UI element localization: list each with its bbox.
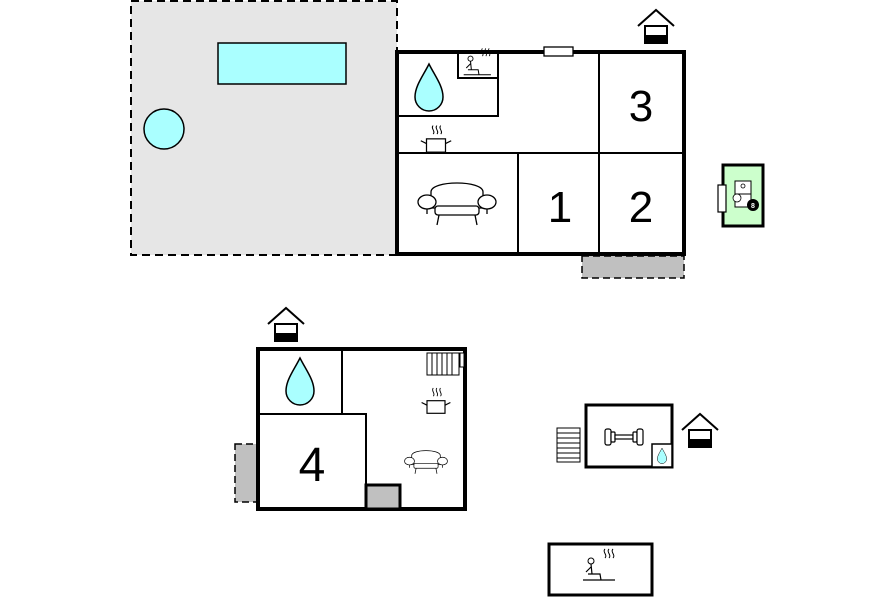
- sauna-hut: [547, 542, 654, 597]
- entrance-icon: [681, 413, 719, 448]
- room-label-3: 3: [629, 82, 653, 131]
- side-paving: [234, 443, 258, 503]
- stairs-icon: [426, 352, 465, 376]
- entrance-icon: [267, 307, 305, 342]
- room-label-2: 2: [629, 183, 653, 232]
- room-label-4: 4: [299, 439, 326, 492]
- annex-niche: [364, 483, 402, 511]
- hot-tub-icon: [143, 108, 185, 150]
- pool-icon: [217, 42, 347, 85]
- billiard-ball-number: 8: [751, 203, 755, 210]
- entrance-icon: [637, 9, 675, 44]
- window-icon: [543, 46, 574, 57]
- table-tennis-icon: [732, 180, 752, 208]
- dumbbell-icon: [604, 428, 644, 446]
- room-label-1: 1: [548, 183, 572, 232]
- paved-terrace: [581, 255, 685, 279]
- stairs-icon: [556, 427, 581, 463]
- main-house: [395, 46, 686, 256]
- billiard-icon: 8: [747, 199, 759, 211]
